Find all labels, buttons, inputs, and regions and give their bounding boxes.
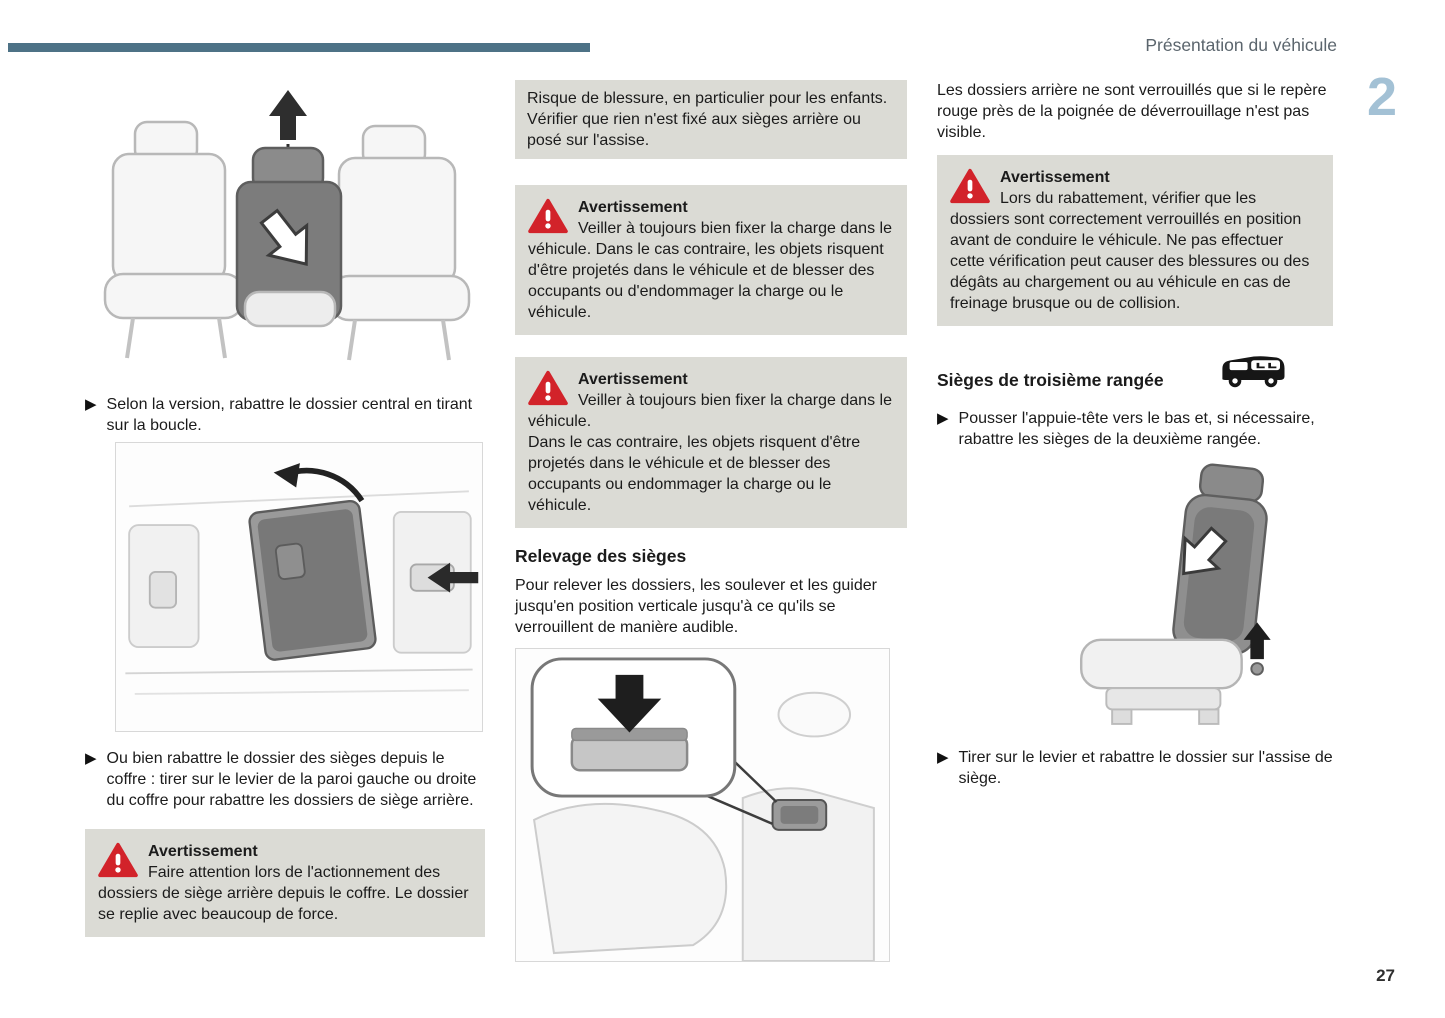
step-text: Ou bien rabattre le dossier des sièges d… — [106, 750, 477, 809]
instruction-step: ▶ Pousser l'appuie-tête vers le bas et, … — [937, 408, 1333, 450]
warning-box: Avertissement Lors du rabattement, vérif… — [937, 155, 1333, 326]
right-column: Les dossiers arrière ne sont verrouillés… — [937, 80, 1333, 801]
warning-title: Avertissement — [578, 371, 688, 388]
warning-triangle-icon — [528, 370, 568, 406]
rear-seats-drawing — [103, 90, 471, 361]
step-arrow-icon: ▶ — [85, 750, 97, 767]
step-text: Pousser l'appuie-tête vers le bas et, si… — [958, 410, 1315, 448]
step-arrow-icon: ▶ — [937, 749, 949, 766]
left-column: ▶ Selon la version, rabattre le dossier … — [85, 80, 485, 937]
section-heading-row: Relevage des sièges — [515, 546, 907, 568]
page-number: 27 — [1376, 966, 1395, 985]
warning-title: Avertissement — [1000, 169, 1110, 186]
step-arrow-icon: ▶ — [85, 396, 97, 413]
middle-column: Risque de blessure, en particulier pour … — [515, 80, 907, 962]
warning-triangle-icon — [950, 168, 990, 204]
warning-triangle-icon — [528, 198, 568, 234]
warning-body: Faire attention lors de l'actionnement d… — [98, 864, 469, 923]
instruction-step: ▶ Tirer sur le levier et rabattre le dos… — [937, 747, 1333, 789]
warning-body: Veiller à toujours bien fixer la charge … — [528, 392, 892, 514]
body-paragraph: Pour relever les dossiers, les soulever … — [515, 577, 877, 636]
trunk-lever-illustration — [115, 442, 483, 732]
van-icon — [1217, 352, 1289, 396]
latch-magnifier-illustration — [515, 648, 890, 962]
warning-triangle-icon — [98, 842, 138, 878]
section-title: Relevage des sièges — [515, 546, 687, 566]
header-accent-bar — [8, 43, 590, 52]
warning-title: Avertissement — [148, 843, 258, 860]
chapter-number: 2 — [1366, 67, 1397, 127]
rear-seats-illustration — [91, 84, 471, 368]
trunk-drawing — [125, 463, 479, 695]
step-arrow-icon: ▶ — [937, 410, 949, 427]
step-text: Tirer sur le levier et rabattre le dossi… — [958, 749, 1333, 787]
warning-box: Avertissement Faire attention lors de l'… — [85, 829, 485, 937]
latch-drawing — [530, 657, 875, 962]
warning-title: Avertissement — [578, 199, 688, 216]
section-heading-row: Sièges de troisième rangée — [937, 356, 1333, 392]
third-row-seat-illustration — [1029, 454, 1319, 735]
page-title: Présentation du véhicule — [1145, 35, 1337, 55]
section-title: Sièges de troisième rangée — [937, 370, 1164, 390]
warning-body: Lors du rabattement, vérifier que les do… — [950, 190, 1310, 312]
instruction-step: ▶ Ou bien rabattre le dossier des sièges… — [85, 748, 485, 811]
instruction-step: ▶ Selon la version, rabattre le dossier … — [85, 394, 485, 436]
intro-paragraph: Les dossiers arrière ne sont verrouillés… — [937, 82, 1327, 141]
warning-body: Veiller à toujours bien fixer la charge … — [528, 220, 892, 321]
risk-note-box: Risque de blessure, en particulier pour … — [515, 80, 907, 159]
step-text: Selon la version, rabattre le dossier ce… — [106, 396, 473, 434]
warning-box: Avertissement Veiller à toujours bien fi… — [515, 185, 907, 335]
third-row-seat-drawing — [1079, 463, 1271, 725]
warning-box: Avertissement Veiller à toujours bien fi… — [515, 357, 907, 528]
